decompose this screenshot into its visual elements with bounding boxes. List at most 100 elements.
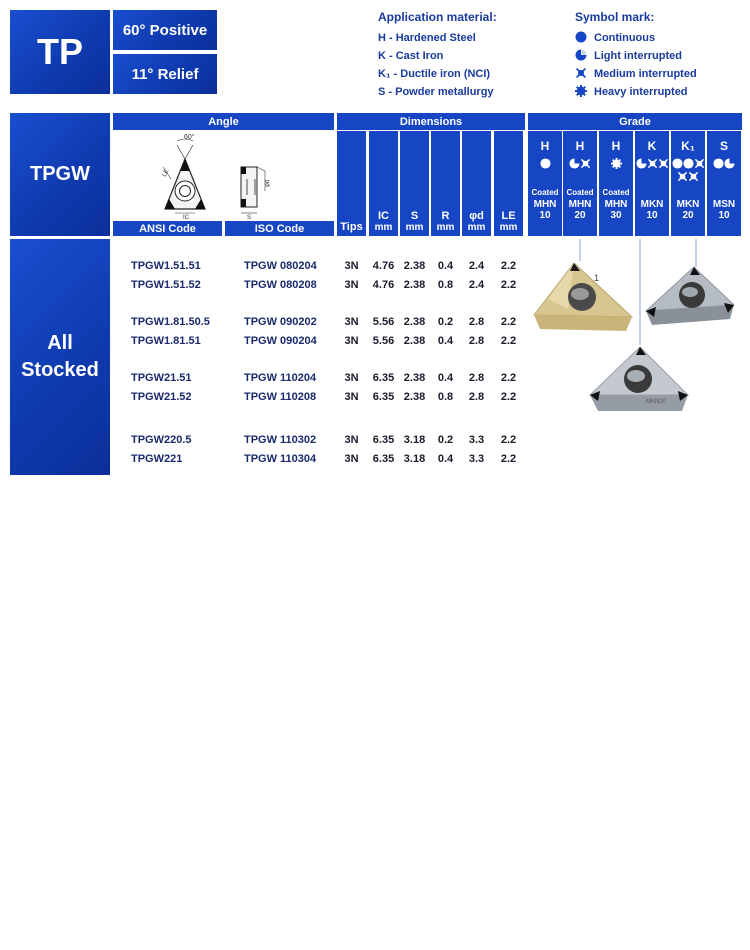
dim-value-le: 2.2 [500, 372, 517, 384]
dim-value-ic: 4.76 [372, 260, 395, 272]
grade-number: 10 [718, 210, 730, 221]
dim-value-le: 2.2 [500, 316, 517, 328]
symbol-title: Symbol mark: [575, 10, 655, 24]
iso-header-text: ISO Code [254, 222, 305, 235]
dim-value-tips: 3N [344, 335, 359, 347]
stock-cell: All Stocked [10, 239, 110, 475]
dim-column-unit: mm [467, 222, 486, 233]
dim-column-name: Tips [340, 221, 363, 233]
dim-value-ic: 6.35 [372, 453, 395, 465]
grade-material: K₁ [681, 139, 695, 153]
grade-coating: Coated [531, 188, 559, 197]
dim-value-s: 2.38 [403, 391, 426, 403]
grade-code: MHN [568, 199, 592, 210]
ansi-code: TPGW21.52 [131, 391, 192, 403]
notched-circle-icon [575, 49, 587, 61]
cross-icon [677, 171, 688, 182]
cross-icon [694, 158, 704, 169]
dim-value-ic: 6.35 [372, 372, 395, 384]
application-item-s: S - Powder metallurgy [378, 86, 494, 98]
dim-value-s: 2.38 [403, 335, 426, 347]
angle-header: Angle [113, 113, 334, 130]
grade-symbols [707, 158, 741, 188]
ansi-header-text: ANSI Code [139, 222, 196, 235]
iso-code: TPGW 110204 [244, 372, 317, 384]
dim-value-d: 2.4 [468, 260, 485, 272]
full-circle-icon [575, 31, 587, 43]
dim-value-r: 0.8 [437, 279, 454, 291]
insert-schematic-icon: 60° LE IC φd S [162, 133, 271, 221]
dim-value-r: 0.4 [437, 372, 454, 384]
iso-header: ISO Code [225, 221, 334, 236]
dim-value-le: 2.2 [500, 335, 517, 347]
dim-column-unit: mm [405, 222, 424, 233]
angle-label: 60° Positive [122, 21, 208, 39]
ansi-code: TPGW1.51.51 [131, 260, 201, 272]
iso-code: TPGW 110304 [244, 453, 317, 465]
iso-code: TPGW 110302 [244, 434, 317, 446]
dim-value-d: 2.8 [468, 316, 485, 328]
svg-text:1: 1 [594, 273, 599, 283]
grade-material: S [719, 139, 728, 153]
grade-code: MHN [533, 199, 557, 210]
dim-value-tips: 3N [344, 316, 359, 328]
dimensions-header: Dimensions [337, 113, 525, 130]
dim-value-r: 0.2 [437, 316, 454, 328]
dim-value-d: 2.8 [468, 391, 485, 403]
grade-coating: Coated [566, 188, 594, 197]
iso-code: TPGW 080208 [244, 279, 317, 291]
dim-column-header: Tips [337, 131, 366, 236]
iso-code: TPGW 090202 [244, 316, 317, 328]
symbol-legend: Symbol mark: Continuous Light interrupte… [575, 10, 697, 98]
dim-value-ic: 5.56 [372, 335, 395, 347]
series-badge: TP [10, 10, 110, 94]
grade-number: 10 [646, 210, 658, 221]
relief-badge: 11° Relief [113, 54, 217, 94]
iso-code: TPGW 110208 [244, 391, 317, 403]
dim-column-name: R [441, 210, 450, 222]
dim-value-tips: 3N [344, 372, 359, 384]
grade-material: H [575, 139, 585, 153]
dim-value-r: 0.4 [437, 453, 454, 465]
dim-value-le: 2.2 [500, 260, 517, 272]
dim-value-s: 2.38 [403, 316, 426, 328]
full-circle-icon [671, 158, 683, 169]
dim-value-ic: 5.56 [372, 316, 395, 328]
gear-icon [575, 85, 587, 97]
dim-value-d: 2.8 [468, 335, 485, 347]
symbol-item-heavy: Heavy interrupted [575, 85, 697, 98]
ansi-header: ANSI Code [113, 221, 222, 236]
dim-value-tips: 3N [344, 260, 359, 272]
grade-symbols [635, 158, 669, 188]
grade-coating [671, 188, 705, 199]
product-name: TPGW [30, 163, 90, 185]
grade-number: 10 [539, 210, 551, 221]
dim-value-d: 2.4 [468, 279, 485, 291]
notched-circle-icon [569, 158, 580, 169]
symbol-item-continuous: Continuous [575, 31, 697, 44]
dim-column-unit: mm [436, 222, 455, 233]
dim-column-unit: mm [374, 222, 393, 233]
dim-value-d: 2.8 [468, 372, 485, 384]
insert-photos-illustration: 1 MKN10 [533, 239, 736, 411]
grade-coating [707, 188, 741, 199]
svg-text:φd: φd [265, 180, 271, 187]
dim-column-name: LE [501, 210, 516, 222]
dim-column-unit: mm [499, 222, 518, 233]
dim-column-name: S [410, 210, 419, 222]
grade-coating: Coated [602, 188, 630, 197]
application-title: Application material: [378, 10, 497, 24]
svg-text:S: S [247, 215, 251, 220]
series-code: TP [36, 31, 83, 72]
dim-value-tips: 3N [344, 453, 359, 465]
iso-code: TPGW 080204 [244, 260, 317, 272]
dim-value-tips: 3N [344, 391, 359, 403]
dim-value-ic: 4.76 [372, 279, 395, 291]
